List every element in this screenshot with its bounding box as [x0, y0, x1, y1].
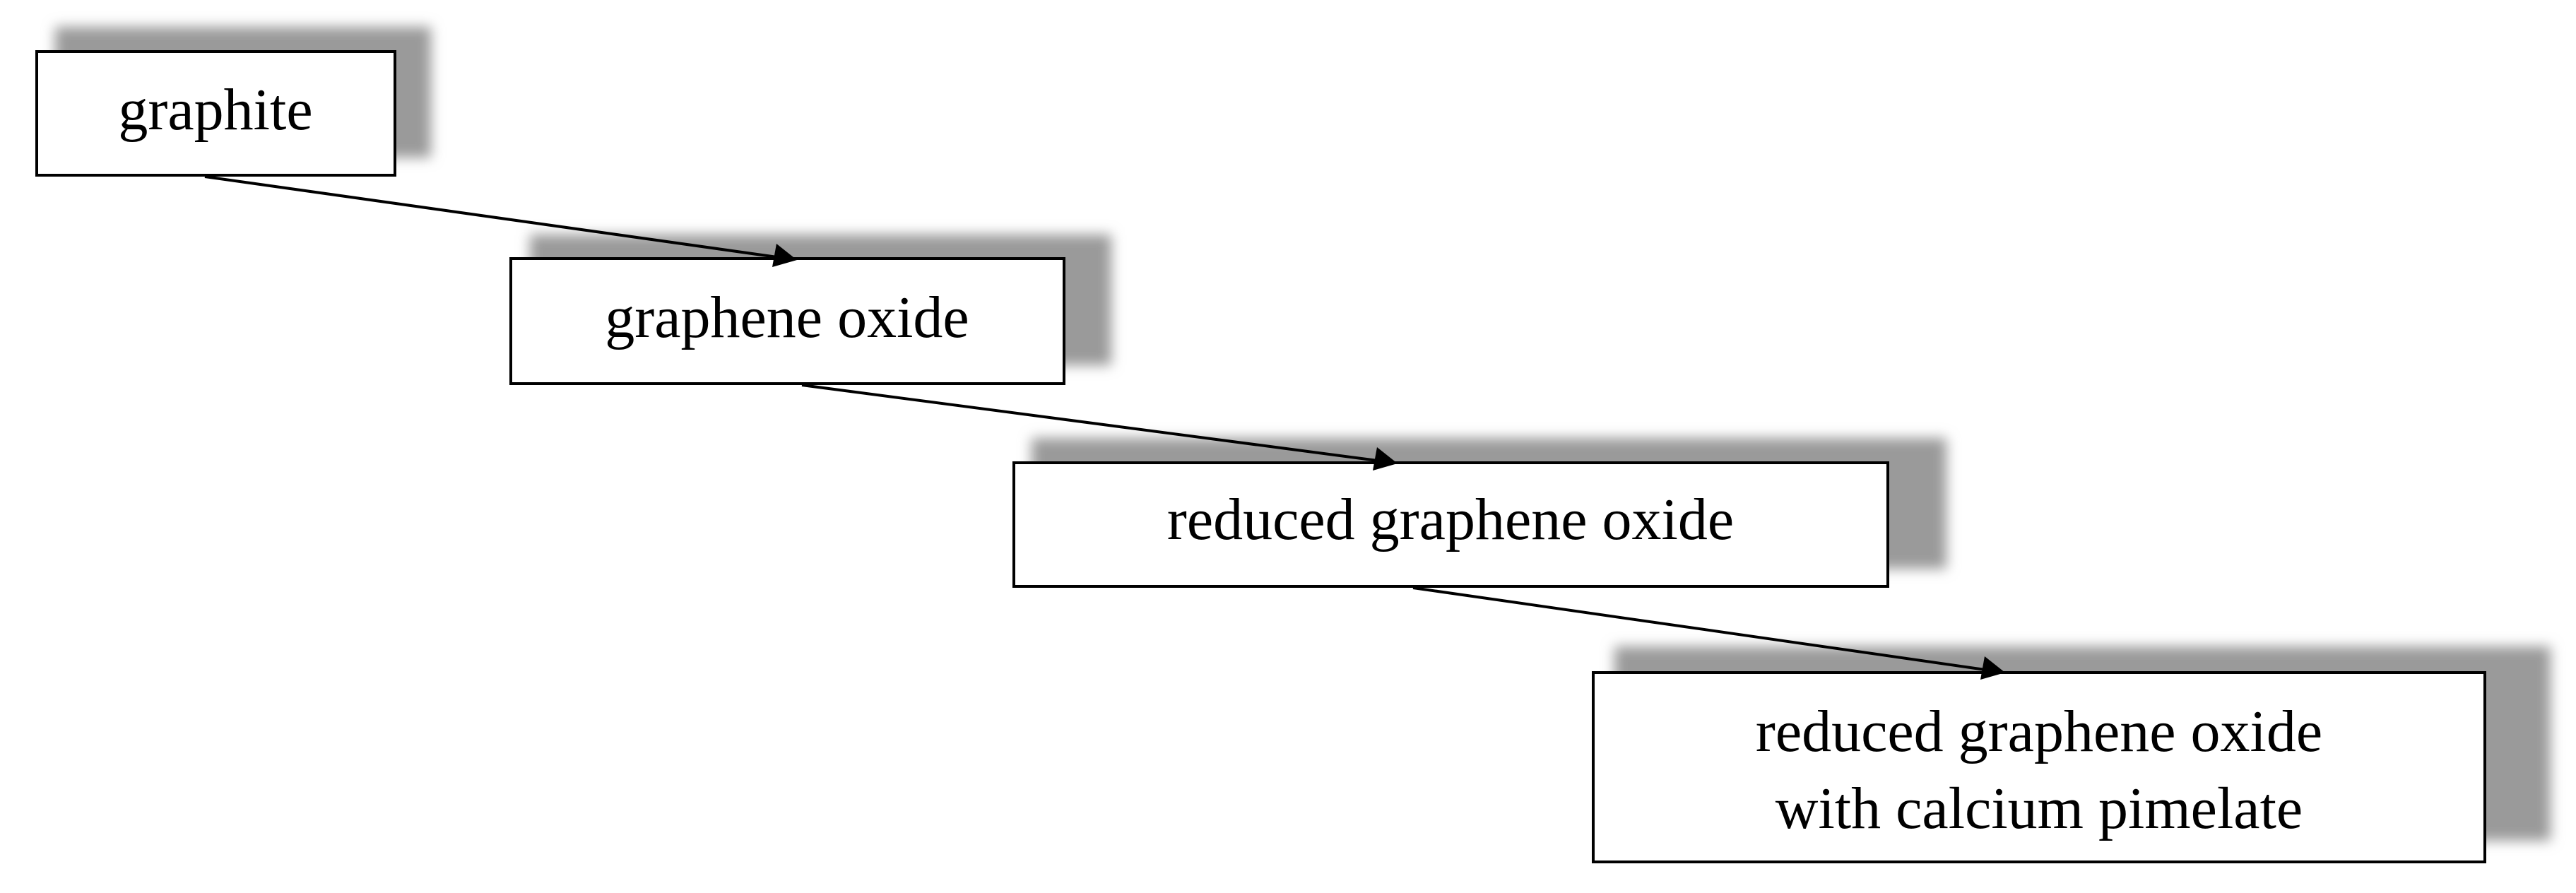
edge-graphite-to-graphene-oxide-line [204, 175, 778, 259]
node-reduced-graphene-oxide: reduced graphene oxide [1012, 438, 1946, 588]
arrowhead-icon [1373, 447, 1398, 471]
node-graphite-box [35, 50, 396, 177]
edge-reduced-graphene-oxide-to-rgo-calcium-pimelate [1412, 586, 2005, 680]
node-rgo-calcium-pimelate-box [1592, 671, 2486, 863]
edge-graphene-oxide-to-reduced-graphene-oxide-line [801, 384, 1378, 462]
edge-graphene-oxide-to-reduced-graphene-oxide [801, 384, 1398, 471]
node-rgo-calcium-pimelate-label-line1: reduced graphene oxide [1756, 699, 2322, 764]
node-graphene-oxide-label: graphene oxide [605, 285, 969, 350]
node-graphene-oxide: graphene oxide [509, 235, 1111, 385]
node-graphene-oxide-box [509, 257, 1065, 385]
edge-reduced-graphene-oxide-to-rgo-calcium-pimelate-line [1412, 586, 1986, 671]
node-graphite-label: graphite [118, 77, 312, 143]
node-rgo-calcium-pimelate: reduced graphene oxide with calcium pime… [1592, 646, 2551, 863]
node-reduced-graphene-oxide-box [1012, 461, 1889, 588]
node-graphite: graphite [35, 27, 431, 177]
arrowhead-icon [772, 244, 797, 267]
edge-graphite-to-graphene-oxide [204, 175, 797, 267]
arrowhead-icon [1980, 656, 2005, 680]
node-rgo-calcium-pimelate-label-line2: with calcium pimelate [1776, 776, 2303, 841]
node-reduced-graphene-oxide-label: reduced graphene oxide [1167, 487, 1734, 552]
